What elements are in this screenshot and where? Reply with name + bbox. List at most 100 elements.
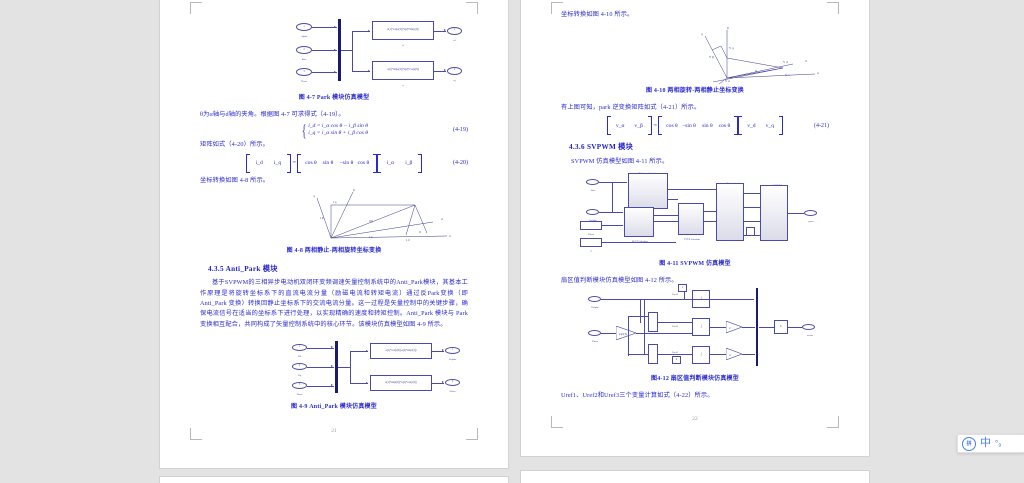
ap-input-port-3-label: Theta: [296, 393, 303, 397]
time-calculate-block: [716, 183, 744, 242]
equation-4-19-line2: i_q = i_α sin θ + i_β cos θ: [308, 130, 368, 137]
crop-mark-bottom-left-r: [551, 416, 563, 428]
text-sector-judge: 扇区值判断模块仿真模型如图 4-12 所示。: [561, 276, 678, 284]
sect-calculate-block: [624, 207, 654, 238]
text-park-inverse: 有上图可知，park 逆变换矩阵如式（4-21）所示。: [561, 103, 701, 111]
ap-input-port-2: 2: [292, 363, 307, 371]
svpwm-core-block: [760, 185, 788, 242]
svpwm-in-label-3: Ubeta: [588, 233, 594, 237]
svg-text:4: 4: [729, 353, 731, 357]
figure-4-10-vector-diagram: β q d α V q V β V d θ V α V s: [665, 22, 825, 85]
document-page-next-left[interactable]: [160, 477, 508, 483]
r-rhs-cell-0: v_d: [747, 122, 756, 129]
r-lhs-cell-0: v_α: [615, 122, 625, 129]
mat-cell-00: cos θ: [305, 160, 317, 167]
svg-text:2: 2: [729, 326, 731, 330]
svg-text:α: α: [817, 71, 819, 75]
r-rhs-cell-1: v_q: [765, 122, 774, 129]
output-port-1-label: id: [453, 38, 456, 42]
crop-mark-bottom-right-r: [827, 416, 839, 428]
left-page-content: 1 Alpha 2 Beta 3 Theta: [200, 10, 468, 419]
right-page-content: 坐标转换如图 4-10 所示。: [561, 10, 829, 402]
mux-bar: [338, 19, 341, 81]
svg-text:q: q: [701, 32, 703, 36]
svpwm-in-label-2: Ualpha: [582, 216, 604, 227]
ime-toolbar[interactable]: 拼 中 °₉: [957, 434, 1024, 453]
fcn-block-d-tag: d: [402, 44, 404, 47]
mat-cell-11: cos θ: [357, 160, 370, 167]
sum-block-1: [648, 312, 658, 333]
crop-mark-top-right: [466, 2, 478, 14]
output-port-1: 1: [447, 26, 462, 35]
mat-cell-10: −sin θ: [339, 160, 354, 167]
crop-mark-bottom-left: [190, 428, 202, 440]
x-sector-calculate-block: [628, 173, 668, 210]
ap-input-port-3: 3: [292, 382, 307, 390]
crop-mark-top-left: [190, 2, 202, 14]
svg-text:β: β: [727, 26, 729, 30]
input-port-3: 3: [296, 68, 312, 76]
sector-in-label-ualpha: Ualpha: [591, 306, 599, 310]
svpwm-out-label: pwm: [808, 220, 814, 224]
svg-text:V d: V d: [783, 60, 788, 64]
svpwm-in-block-4: [580, 238, 602, 248]
svg-text:β: β: [353, 188, 355, 192]
signal-label-uref3: Uref3: [672, 351, 678, 355]
svg-text:θ: θ: [419, 230, 421, 234]
figure-4-10-caption: 图 4-10 两相旋转-两相静止坐标变换: [646, 88, 744, 95]
ime-logo-icon[interactable]: 拼: [962, 436, 976, 451]
document-page-next-right[interactable]: [521, 471, 869, 483]
ap-output-port-2-label: Ubeta: [449, 390, 456, 394]
tytb-calculate-block: [678, 203, 704, 236]
svg-text:V q: V q: [729, 46, 734, 50]
svg-text:θ: θ: [755, 69, 757, 73]
left-page-number: 21: [331, 428, 337, 434]
ime-settings-icon[interactable]: °₉: [995, 438, 1002, 448]
r-mat-cell-00: cos θ: [666, 122, 678, 129]
ap-output-port-2: 2: [445, 379, 460, 387]
signal-label-uref2: Uref2: [672, 325, 678, 329]
signal-label-uref1: Uref1: [672, 293, 678, 297]
crop-mark-top-right-r: [827, 2, 839, 14]
figure-4-9-anti-park-model: 1 Ud 2 Uq 3 Theta u(1)*cos(u(3): [264, 338, 464, 400]
ime-mode-chinese-button[interactable]: 中: [980, 437, 991, 449]
document-page-right[interactable]: 坐标转换如图 4-10 所示。: [521, 0, 869, 456]
figure-4-12-caption: 图4-12 扇区值判断模块仿真模型: [651, 376, 739, 383]
const-block-1: 1: [678, 284, 687, 293]
equation-4-19-number: (4-19): [453, 126, 468, 133]
svpwm-in-port-1: [586, 179, 599, 186]
equation-4-20-rhs: i_α i_β: [381, 159, 418, 167]
figure-4-8-vector-diagram: β q d α i q i β i(t) i α i d θ: [309, 188, 459, 244]
crop-mark-bottom-right: [466, 428, 478, 440]
input-port-3-label: Theta: [301, 80, 307, 83]
ap-fcn-block-beta: u(1)*sin(u(3))+u(2)*cos(u(3)): [370, 375, 432, 392]
svpwm-in-port-2: [586, 209, 599, 216]
gain-block-2: 2: [726, 321, 742, 334]
sector-mux-bar: [756, 288, 759, 367]
sector-in-label-ubeta: Ubeta: [592, 340, 598, 344]
gain-block-4: 4: [726, 348, 742, 361]
r-mat-cell-01: −sin θ: [682, 122, 696, 129]
sector-out-port: [802, 324, 815, 331]
sect-calculate-label: SECT Calculate: [620, 237, 660, 248]
lhs-cell-1: i_q: [274, 160, 282, 167]
text-theta-definition: θ为α轴与d轴的夹角。根据图 4-7 可求得式（4-19）。: [200, 110, 345, 118]
equation-4-21-rhs: v_d v_q: [742, 122, 779, 130]
figure-4-12-sector-model: Ualpha Ubeta sqrt(3) Uref1 Uref2 Uref3 1…: [580, 284, 830, 372]
input-port-1: 1: [296, 23, 312, 31]
equation-4-21-number: (4-21): [814, 122, 829, 129]
document-page-left[interactable]: 1 Alpha 2 Beta 3 Theta: [160, 0, 508, 468]
heading-4-3-6: 4.3.6 SVPWM 模块: [569, 143, 634, 152]
ap-fcn-block-alpha: u(1)*cos(u(3))-u(2)*sin(u(3)): [370, 343, 432, 360]
svg-text:i β: i β: [320, 216, 324, 220]
svpwm-out-port: [804, 210, 817, 217]
svg-text:d: d: [441, 217, 443, 221]
svg-text:V s: V s: [785, 73, 790, 77]
sum-output-block: Σ: [774, 320, 788, 335]
rhs-cell-0: i_α: [386, 160, 395, 167]
svg-text:V α: V α: [725, 79, 730, 83]
